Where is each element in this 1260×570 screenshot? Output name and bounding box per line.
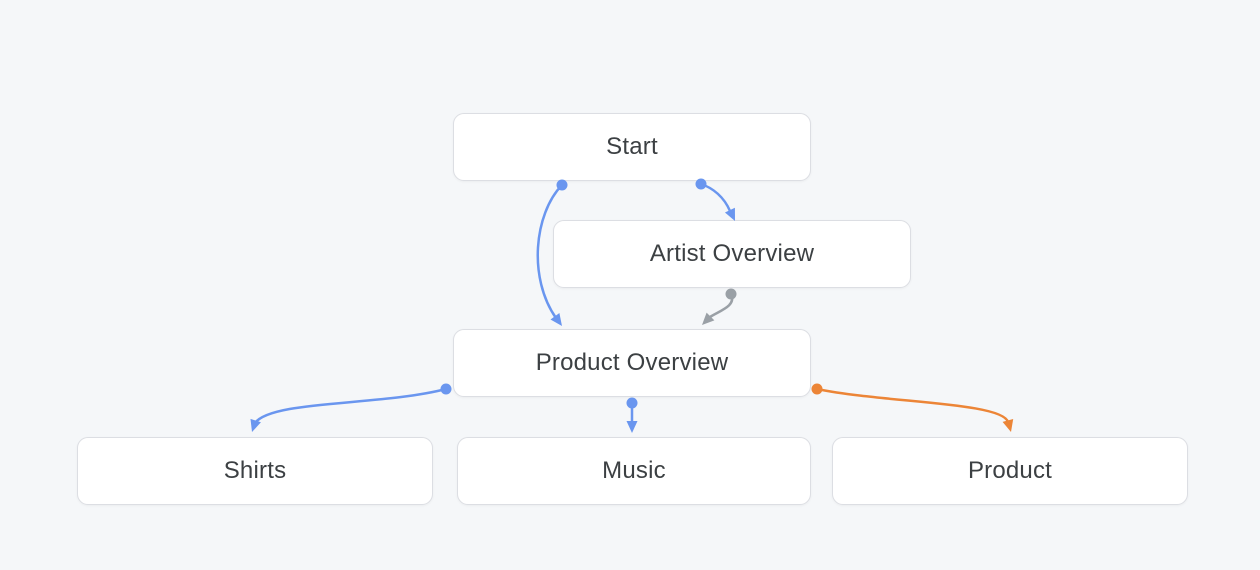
edge-arrowhead: [250, 418, 261, 432]
edge-start-to-artist-overview: [695, 178, 735, 221]
edge-arrowhead: [550, 313, 562, 326]
edge-product-overview-to-product: [811, 383, 1014, 432]
node-music-label: Music: [602, 457, 666, 484]
node-artist-overview[interactable]: Artist Overview: [553, 220, 911, 288]
edge-source-dot: [556, 179, 568, 191]
node-start[interactable]: Start: [453, 113, 811, 181]
node-product-overview-label: Product Overview: [535, 349, 729, 376]
node-music[interactable]: Music: [457, 437, 811, 505]
edge-arrowhead: [626, 421, 638, 433]
node-artist-overview-label: Artist Overview: [649, 240, 815, 267]
edge-path: [699, 182, 732, 213]
edge-source-dot: [811, 383, 823, 395]
edge-source-dot: [626, 397, 638, 409]
node-product[interactable]: Product: [832, 437, 1188, 505]
edge-path: [815, 387, 1010, 424]
edge-path: [253, 387, 448, 425]
edge-arrowhead: [702, 312, 715, 325]
edge-artist-overview-to-product-overview: [702, 288, 737, 325]
edge-source-dot: [725, 288, 737, 300]
edge-path: [708, 292, 734, 319]
edge-arrowhead: [1002, 418, 1014, 432]
edge-product-overview-to-shirts: [250, 383, 452, 432]
edge-source-dot: [440, 383, 452, 395]
edge-product-overview-to-music: [626, 397, 638, 433]
node-shirts[interactable]: Shirts: [77, 437, 433, 505]
node-shirts-label: Shirts: [223, 457, 287, 484]
node-product-overview[interactable]: Product Overview: [453, 329, 811, 397]
node-start-label: Start: [606, 133, 658, 160]
node-product-label: Product: [967, 457, 1053, 484]
